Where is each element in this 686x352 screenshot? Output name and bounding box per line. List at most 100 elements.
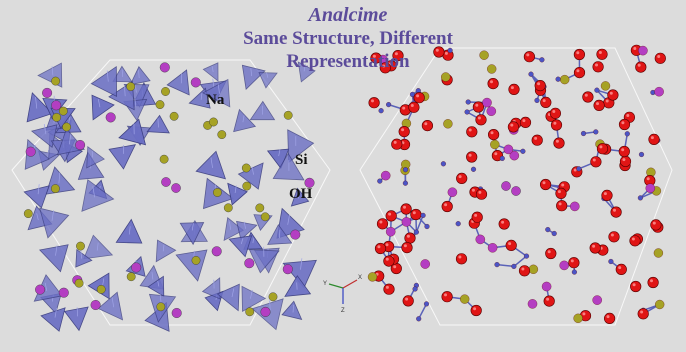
oxygen-atom	[593, 99, 605, 111]
oxygen-atom	[543, 295, 555, 307]
tetrahedron	[233, 108, 257, 133]
oxygen-atom	[475, 188, 488, 200]
tetrahedron	[26, 92, 54, 123]
oxygen-atom	[487, 77, 499, 90]
tetrahedron-edge	[303, 63, 306, 72]
hydrogen-atom	[402, 180, 408, 186]
oxygen-highlight	[547, 250, 551, 254]
sodium-atom	[638, 45, 648, 56]
oxygen-atom	[475, 114, 487, 126]
oxygen-highlight	[546, 297, 550, 301]
sodium-atom	[35, 284, 46, 295]
sodium-atom	[42, 87, 53, 98]
tetrahedron	[201, 277, 221, 300]
silicon-atom	[283, 110, 293, 120]
oxygen-atom	[618, 145, 630, 158]
tetrahedron-edge	[54, 308, 57, 318]
silicon-atom	[51, 76, 60, 86]
silicon-atom	[528, 264, 539, 274]
tetrahedron-edge	[124, 86, 126, 97]
hydrogen-atom	[464, 109, 470, 115]
oxygen-atom	[531, 134, 543, 146]
oxygen-highlight	[555, 139, 559, 143]
sodium-atom	[645, 183, 656, 193]
hydrogen-atom	[593, 129, 599, 135]
hydrogen-atom	[412, 286, 418, 292]
oxygen-highlight	[558, 202, 562, 206]
silicon-atom	[487, 64, 497, 74]
oxygen-atom	[556, 200, 568, 212]
oxygen-atom	[637, 308, 649, 320]
sodium-atom	[131, 262, 142, 273]
oxygen-atom	[615, 263, 627, 276]
oxygen-atom	[596, 48, 608, 60]
oxygen-highlight	[424, 122, 428, 126]
oxygen-highlight	[521, 267, 525, 271]
polyhedral-model	[11, 59, 331, 332]
subtitle-line-1: Same Structure, Different	[243, 28, 453, 49]
sodium-atom	[487, 243, 498, 253]
tetrahedron	[40, 307, 66, 332]
hydrogen-atom	[424, 223, 430, 230]
oxygen-atom	[507, 121, 520, 133]
left-atoms-layer	[23, 62, 315, 319]
oxygen-highlight	[388, 212, 392, 216]
hydrogen-atom	[447, 47, 453, 53]
hydrogen-atom	[539, 57, 545, 63]
hydrogen-atom	[386, 102, 392, 108]
sodium-atom	[447, 187, 458, 197]
tetrahedron-edge	[96, 242, 99, 251]
hydrogen-atom	[545, 227, 551, 233]
oxygen-highlight	[412, 211, 416, 215]
oxygen-highlight	[379, 220, 383, 224]
oxygen-atom	[456, 172, 468, 184]
tetrahedron	[118, 118, 147, 146]
oxygen-highlight	[542, 99, 546, 103]
tetrahedron-edge	[43, 124, 47, 135]
tetrahedron	[90, 65, 118, 97]
oxygen-highlight	[605, 99, 609, 103]
tetrahedron-edge	[138, 70, 140, 79]
oxygen-highlight	[584, 93, 588, 97]
oxygen-highlight	[576, 51, 580, 55]
silicon-atom	[74, 278, 84, 288]
oxygen-highlight	[621, 148, 625, 152]
tetrahedron-edge	[37, 184, 40, 195]
tetrahedron-edge	[217, 84, 220, 94]
hydrogen-atom	[528, 71, 534, 77]
oxygen-highlight	[657, 55, 661, 58]
tetrahedron	[91, 94, 115, 121]
oxygen-atom	[421, 119, 434, 132]
oxygen-atom	[368, 97, 380, 109]
oxygen-atom	[596, 143, 609, 155]
oxygen-highlight	[468, 128, 472, 132]
silicon-atom	[58, 106, 68, 116]
mineral-name: Analcime	[308, 4, 388, 26]
tetrahedron-edge	[292, 304, 294, 313]
ball-and-stick-model	[359, 44, 673, 326]
oxygen-highlight	[405, 297, 409, 301]
sodium-atom	[503, 144, 514, 155]
x-axis-label: X	[358, 275, 362, 281]
oxygen-highlight	[490, 80, 493, 84]
sodium-label: Na	[206, 92, 225, 108]
tetrahedron	[281, 300, 303, 320]
hydrogen-atom	[520, 148, 526, 154]
oxygen-highlight	[537, 82, 541, 86]
oxygen-atom	[540, 96, 552, 108]
hydrogen-atom	[416, 316, 422, 322]
hydrogen-atom	[608, 258, 614, 265]
oxygen-highlight	[458, 255, 462, 259]
oxygen-atom	[413, 92, 425, 104]
oxygen-highlight	[478, 190, 482, 194]
oxygen-atom	[402, 295, 414, 307]
tetrahedron-edge	[251, 166, 254, 175]
oxygen-highlight	[385, 243, 389, 247]
tetrahedron	[202, 62, 219, 82]
silicon-atom	[51, 184, 60, 194]
oxygen-highlight	[474, 213, 478, 217]
tetrahedron-edge	[250, 68, 253, 77]
oxygen-highlight	[621, 121, 625, 125]
tetrahedron	[39, 207, 70, 239]
oxygen-highlight	[626, 114, 630, 117]
